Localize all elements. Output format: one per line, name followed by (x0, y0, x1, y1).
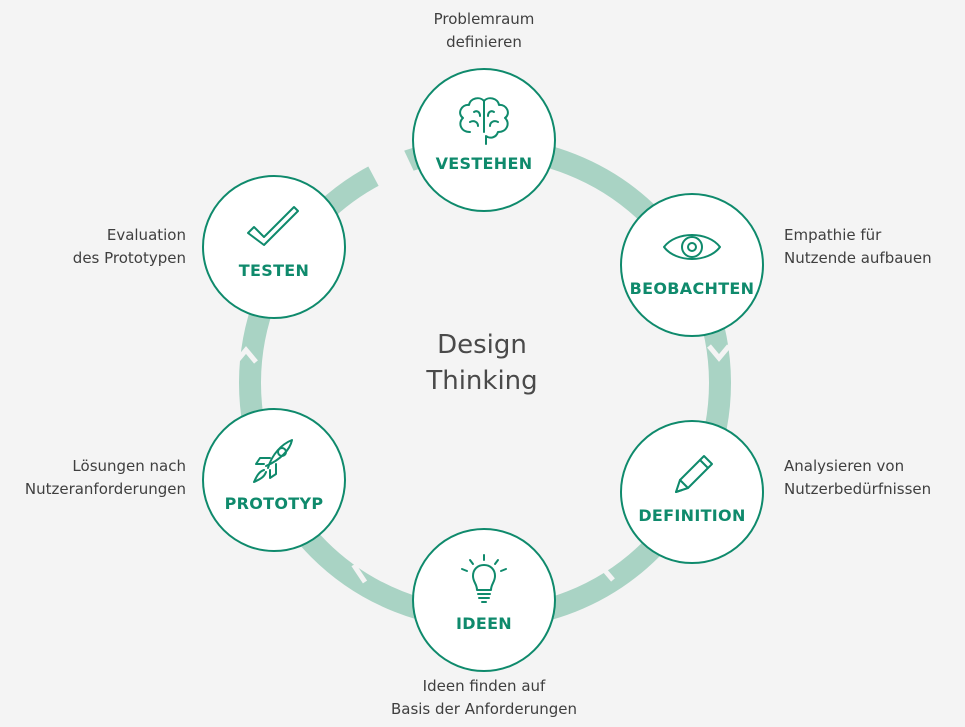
lightbulb-icon (461, 554, 507, 603)
step-description-line: definieren (446, 33, 522, 51)
step-description-line: Evaluation (106, 226, 186, 244)
pencil-icon (675, 455, 713, 493)
step-label: DEFINITION (638, 506, 746, 525)
step-definition[interactable]: DEFINITION (620, 420, 764, 564)
ring-arrow (234, 346, 258, 364)
step-label: IDEEN (456, 614, 512, 633)
step-description-line: Ideen finden auf (422, 677, 546, 695)
center-title-line1: Design (437, 330, 527, 360)
step-description-line: Analysieren von (784, 457, 905, 475)
step-description-line: Nutzende aufbauen (784, 249, 932, 267)
center-title: Design Thinking (382, 327, 582, 399)
ring-arrow (597, 553, 621, 582)
rocket-icon (253, 439, 293, 483)
step-description: Ideen finden auf Basis der Anforderungen (384, 675, 584, 721)
step-description-line: Nutzerbedürfnissen (784, 480, 932, 498)
brain-icon (459, 97, 509, 145)
step-description-line: des Prototypen (72, 249, 186, 267)
ring-arrow (599, 139, 621, 166)
step-prototyp[interactable]: PROTOTYP (202, 408, 346, 552)
step-ideen[interactable]: IDEEN (412, 528, 556, 672)
step-description: Lösungen nach Nutzeranforderungen (25, 455, 186, 501)
ring-arrow (707, 344, 731, 362)
step-label: TESTEN (238, 261, 310, 280)
step-description: Problemraum definieren (384, 8, 584, 54)
ring-arrow (351, 555, 373, 584)
step-testen[interactable]: TESTEN (202, 175, 346, 319)
eye-icon (663, 234, 721, 260)
ring-gap (367, 146, 418, 196)
step-vestehen[interactable]: VESTEHEN (412, 68, 556, 212)
step-beobachten[interactable]: BEOBACHTEN (620, 193, 764, 337)
step-label: VESTEHEN (435, 154, 533, 173)
step-description-line: Nutzeranforderungen (24, 480, 186, 498)
step-description: Evaluation des Prototypen (73, 224, 186, 270)
step-description-line: Lösungen nach (72, 457, 186, 475)
step-description: Analysieren von Nutzerbedürfnissen (784, 455, 931, 501)
step-description-line: Empathie für (784, 226, 882, 244)
checkmark-icon (247, 206, 299, 246)
step-label: BEOBACHTEN (629, 279, 755, 298)
center-title-line2: Thinking (426, 366, 538, 396)
step-description: Empathie für Nutzende aufbauen (784, 224, 932, 270)
step-label: PROTOTYP (224, 494, 324, 513)
step-description-line: Basis der Anforderungen (390, 700, 578, 718)
step-description-line: Problemraum (433, 10, 535, 28)
